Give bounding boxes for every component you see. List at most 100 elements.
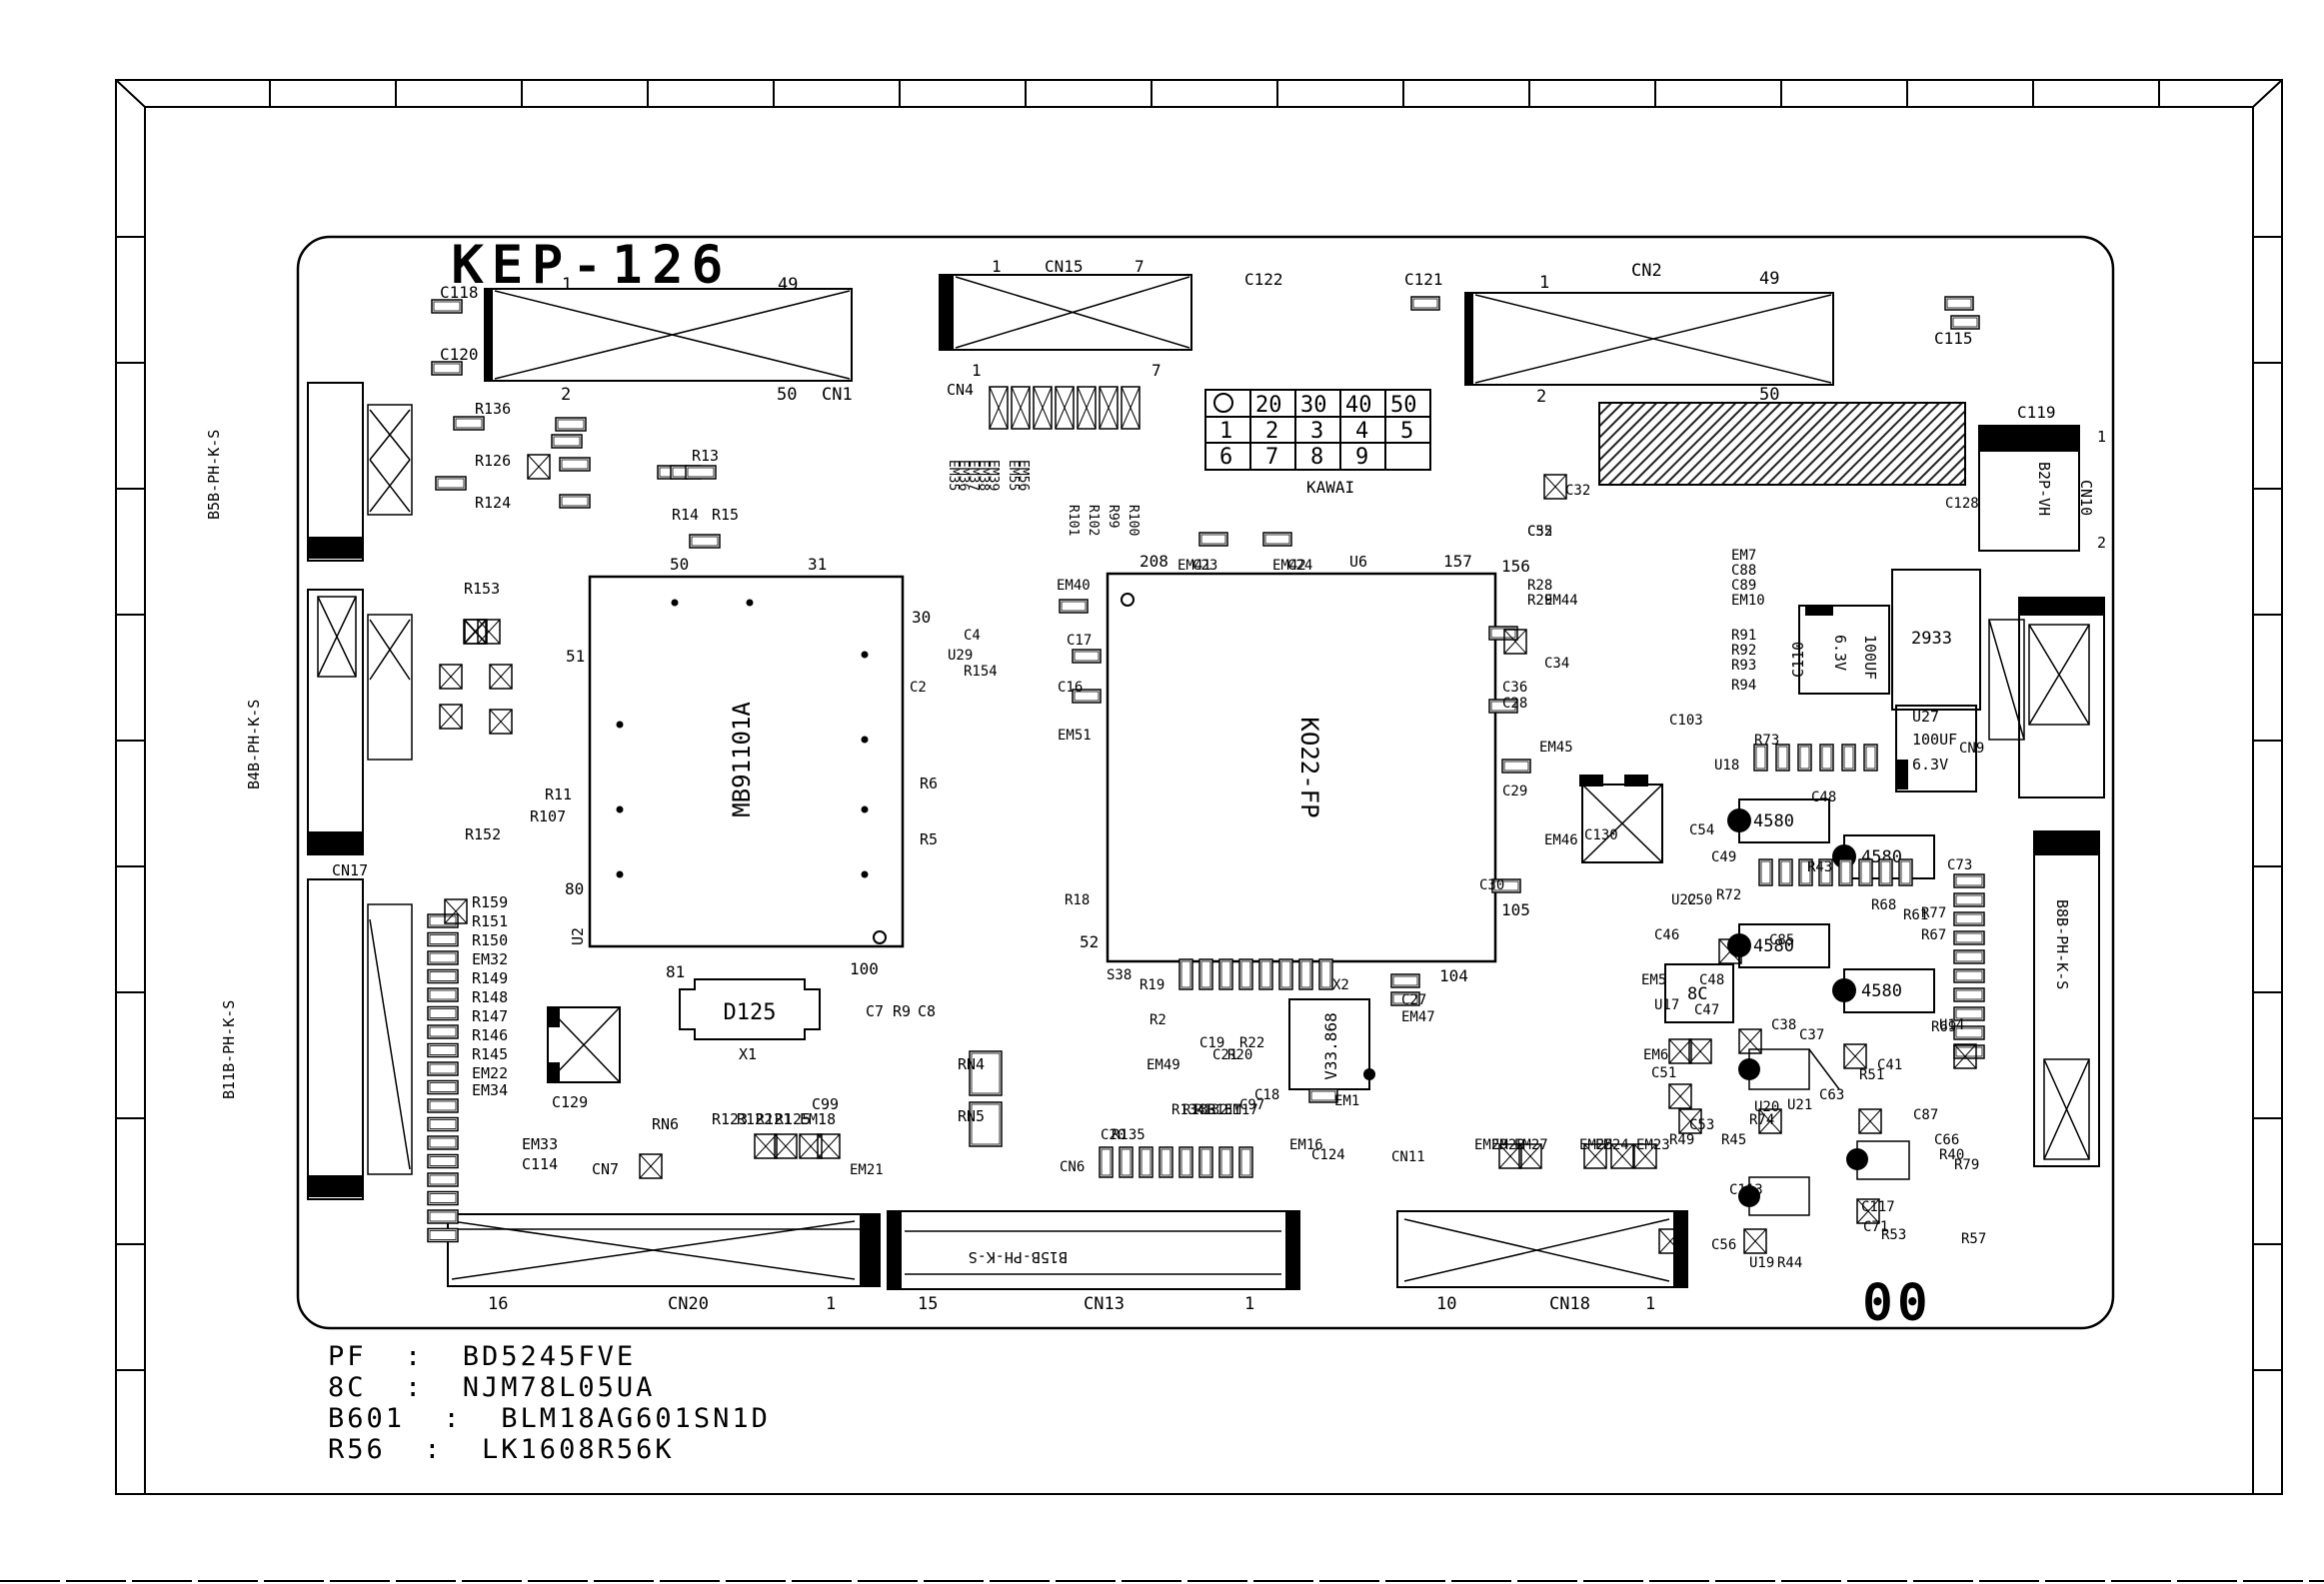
- component-label: R14: [672, 506, 699, 524]
- component-label: R102: [1086, 505, 1101, 536]
- component-label: C56: [1711, 1237, 1736, 1253]
- drawing-frame: [0, 79, 2324, 1582]
- capacitor-c129: [547, 1006, 621, 1083]
- component-label: R13: [692, 447, 719, 465]
- component-label: R99: [1106, 505, 1121, 528]
- u2-pin-81: 81: [666, 962, 685, 981]
- connector-cn15: 1 7 CN15 1 7 CN4: [939, 257, 1192, 430]
- component-label: R11: [545, 786, 572, 803]
- component-label: EM29: [1474, 1137, 1508, 1153]
- component-label: EM41: [1177, 558, 1211, 574]
- u6-part: KO22-FP: [1295, 717, 1323, 817]
- component-label: EM51: [1058, 728, 1092, 744]
- component-label: C32: [1565, 483, 1590, 499]
- component-label: R68: [1871, 897, 1896, 913]
- component-label: C36: [1502, 680, 1527, 696]
- component-label: R22: [1239, 1035, 1264, 1051]
- u2-pin-80: 80: [565, 879, 584, 898]
- u27-ref: U27: [1912, 708, 1939, 726]
- capacitor-u27: U27 100UF 6.3V: [1895, 705, 1977, 792]
- component-label: EM44: [1544, 593, 1578, 609]
- component-label: EM27: [1514, 1137, 1548, 1153]
- component-label: C34: [1544, 656, 1569, 672]
- cn18-pin-10: 10: [1436, 1294, 1456, 1314]
- u2-ref: U2: [569, 927, 587, 945]
- component-label: C50: [1687, 892, 1712, 908]
- component-label: C128: [1945, 496, 1979, 512]
- component-label: C19: [1199, 1035, 1224, 1051]
- component-label: RN6: [652, 1115, 679, 1133]
- kawai-r2c3: 3: [1310, 419, 1323, 444]
- component-label: R94: [1731, 678, 1756, 694]
- component-label: C47: [1694, 1002, 1719, 1018]
- cn16-part: B8B-PH-K-S: [2053, 899, 2071, 989]
- component-label: C73: [1947, 857, 1972, 873]
- component-label: C66: [1934, 1132, 1959, 1148]
- component-label: R124: [475, 494, 511, 512]
- component-label: EM10: [1731, 593, 1765, 609]
- component-label: R43: [1807, 859, 1832, 875]
- component-label: EM16: [1289, 1137, 1323, 1153]
- cn10-pin-1: 1: [2097, 428, 2106, 446]
- component-label: R100: [1126, 505, 1141, 536]
- component-label: R132: [1194, 1102, 1228, 1118]
- connector-cn21: B5B-PH-K-S: [205, 382, 413, 562]
- component-label: C27: [1401, 992, 1426, 1008]
- component-label: R49: [1669, 1132, 1694, 1148]
- hatched-pad-area: [1598, 402, 1966, 486]
- c110-ref: C110: [1789, 642, 1807, 678]
- component-label: C121: [1404, 270, 1443, 289]
- component-label: EM1: [1334, 1093, 1359, 1109]
- u6-pin-208: 208: [1140, 552, 1168, 571]
- component-label: R126: [475, 452, 511, 470]
- component-label: R154: [964, 664, 998, 680]
- component-label: EM38: [976, 460, 991, 491]
- component-label: EM56: [1016, 460, 1031, 491]
- cn10-pin-2: 2: [2097, 534, 2106, 552]
- component-label: R29: [1527, 593, 1552, 609]
- component-label: EM5: [1641, 972, 1666, 988]
- component-label: R44: [1777, 1255, 1802, 1271]
- component-label: CN6: [1060, 1159, 1085, 1175]
- cn15-ref: CN15: [1045, 257, 1084, 276]
- c110-voltage: 6.3V: [1831, 635, 1849, 671]
- component-label: R150: [472, 931, 508, 949]
- component-label: R61: [1903, 907, 1928, 923]
- kawai-r1c3: 40: [1345, 393, 1372, 418]
- component-label: R131: [1207, 1102, 1241, 1118]
- u2-pin-100: 100: [850, 959, 879, 978]
- component-label: C53: [1689, 1117, 1714, 1133]
- component-label: C119: [2017, 403, 2056, 422]
- component-label: C48: [1699, 972, 1724, 988]
- x2-ref: X2: [1332, 977, 1349, 993]
- component-label: R123: [712, 1110, 748, 1128]
- kawai-r3c2: 7: [1265, 445, 1278, 470]
- inductor-value: 2933: [1911, 629, 1952, 649]
- cn20-pin-16: 16: [488, 1294, 508, 1314]
- component-label: R134: [1171, 1102, 1205, 1118]
- connector-cn1: 1 49 2 50 CN1: [484, 275, 853, 405]
- component-label: EM33: [522, 1135, 558, 1153]
- u27-voltage: 6.3V: [1912, 756, 1948, 774]
- component-label: R53: [1881, 1227, 1906, 1243]
- cn13-part: B15B-PH-K-S: [969, 1248, 1068, 1266]
- component-label: R147: [472, 1007, 508, 1025]
- capacitor-c130: [1579, 775, 1663, 863]
- component-label: CN7: [592, 1160, 619, 1178]
- component-label: R151: [472, 912, 508, 930]
- u2-pin-31: 31: [808, 555, 827, 574]
- component-label: R15: [712, 506, 739, 524]
- component-label: R159: [472, 893, 508, 911]
- connector-cn14: B4B-PH-K-S: [245, 589, 413, 855]
- component-label: R20: [1227, 1047, 1252, 1063]
- cn4-pin-7: 7: [1152, 361, 1162, 380]
- crystal-x1: D125 X1: [679, 978, 821, 1063]
- component-label: C52: [1527, 524, 1552, 540]
- component-label: U22: [1671, 892, 1696, 908]
- cn1-pin-50: 50: [777, 385, 797, 405]
- cn2-pin-50: 50: [1759, 385, 1779, 405]
- component-label: R18: [1065, 892, 1090, 908]
- c110-value: 100UF: [1861, 635, 1879, 680]
- component-label: C117: [1861, 1199, 1895, 1215]
- component-label: EM24: [1595, 1137, 1629, 1153]
